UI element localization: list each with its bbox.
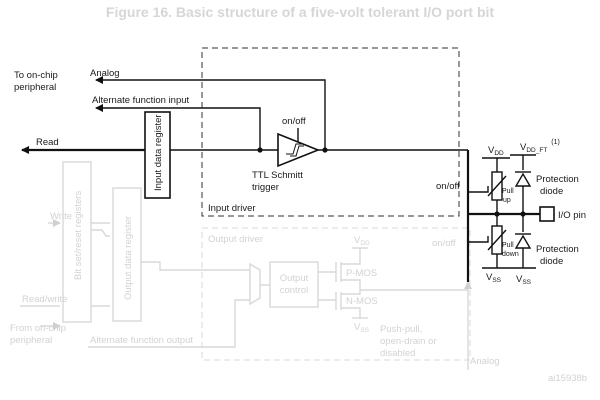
pmos-label: P-MOS — [346, 268, 377, 279]
analog-bottom-label: Analog — [470, 356, 500, 367]
bit-set-reset-label: Bit set/reset registers — [73, 191, 84, 280]
protection-diode-top-label-2: diode — [540, 186, 563, 197]
faded-vss-label: VSS — [354, 322, 370, 334]
write-label: Write — [50, 211, 72, 222]
output-driver-label: Output driver — [208, 234, 263, 245]
analog-top-label: Analog — [90, 68, 120, 79]
to-onchip-label-1: To on-chip — [14, 70, 58, 81]
faded-output-section: Bit set/reset registers Output data regi… — [10, 161, 587, 384]
io-pin — [539, 206, 555, 222]
output-driver-frame — [201, 227, 471, 361]
read-label: Read — [36, 137, 59, 148]
pull-onoff-label: on/off — [436, 181, 460, 192]
vdd-label: VDD — [488, 145, 504, 157]
protection-diode-top — [514, 172, 532, 187]
pull-down-label-1: Pull — [502, 242, 514, 249]
alt-func-output-label: Alternate function output — [90, 335, 193, 346]
schmitt-onoff-label: on/off — [282, 116, 306, 127]
vdd-ft-label: VDD_FT(1) — [520, 139, 560, 154]
push-pull-label-1: Push-pull, — [380, 324, 422, 335]
junction-alt-func — [257, 147, 263, 153]
io-pin-label: I/O pin — [558, 210, 586, 221]
junction-analog — [322, 147, 328, 153]
pull-up-label-1: Pull — [502, 188, 514, 195]
from-onchip-label-1: From on-chip — [10, 323, 66, 334]
pull-up-label-2: up — [503, 197, 511, 204]
output-control-label-1: Output — [280, 273, 309, 284]
ttl-schmitt-label-2: trigger — [252, 182, 279, 193]
read-write-label: Read/write — [22, 294, 67, 305]
bit-set-reset-register — [62, 161, 92, 323]
faded-vdd-label: VDD — [354, 235, 370, 247]
input-driver-frame — [201, 47, 460, 217]
output-data-register — [112, 187, 142, 322]
push-pull-label-2: open-drain or — [380, 336, 437, 347]
input-data-register — [144, 111, 171, 199]
protection-diode-top-label-1: Protection — [536, 174, 579, 185]
faded-onoff-label: on/off — [432, 238, 456, 249]
figure-title: Figure 16. Basic structure of a five-vol… — [106, 4, 495, 20]
vss-right-label: VSS — [516, 274, 532, 286]
protection-diode-bottom — [514, 234, 532, 249]
output-control-label-2: control — [280, 285, 309, 296]
from-onchip-label-2: peripheral — [10, 335, 52, 346]
output-data-register-label: Output data register — [123, 216, 134, 300]
pull-down-label-2: down — [502, 251, 519, 258]
vss-left-label: VSS — [486, 272, 502, 284]
alt-func-input-label: Alternate function input — [92, 95, 190, 106]
protection-diode-bottom-label-1: Protection — [536, 244, 579, 255]
to-onchip-label-2: peripheral — [14, 82, 56, 93]
nmos-label: N-MOS — [346, 296, 378, 307]
reference-code: ai15938b — [548, 373, 587, 384]
output-control-box — [269, 261, 319, 308]
input-section: Input driver To on-chip peripheral Analo… — [14, 47, 586, 286]
push-pull-label-3: disabled — [380, 348, 415, 359]
protection-diode-bottom-label-2: diode — [540, 256, 563, 267]
ttl-schmitt-label-1: TTL Schmitt — [252, 170, 303, 181]
input-driver-label: Input driver — [208, 203, 256, 214]
output-mux — [249, 262, 261, 306]
hysteresis-icon — [286, 143, 304, 157]
input-data-register-label: Input data register — [153, 114, 164, 191]
